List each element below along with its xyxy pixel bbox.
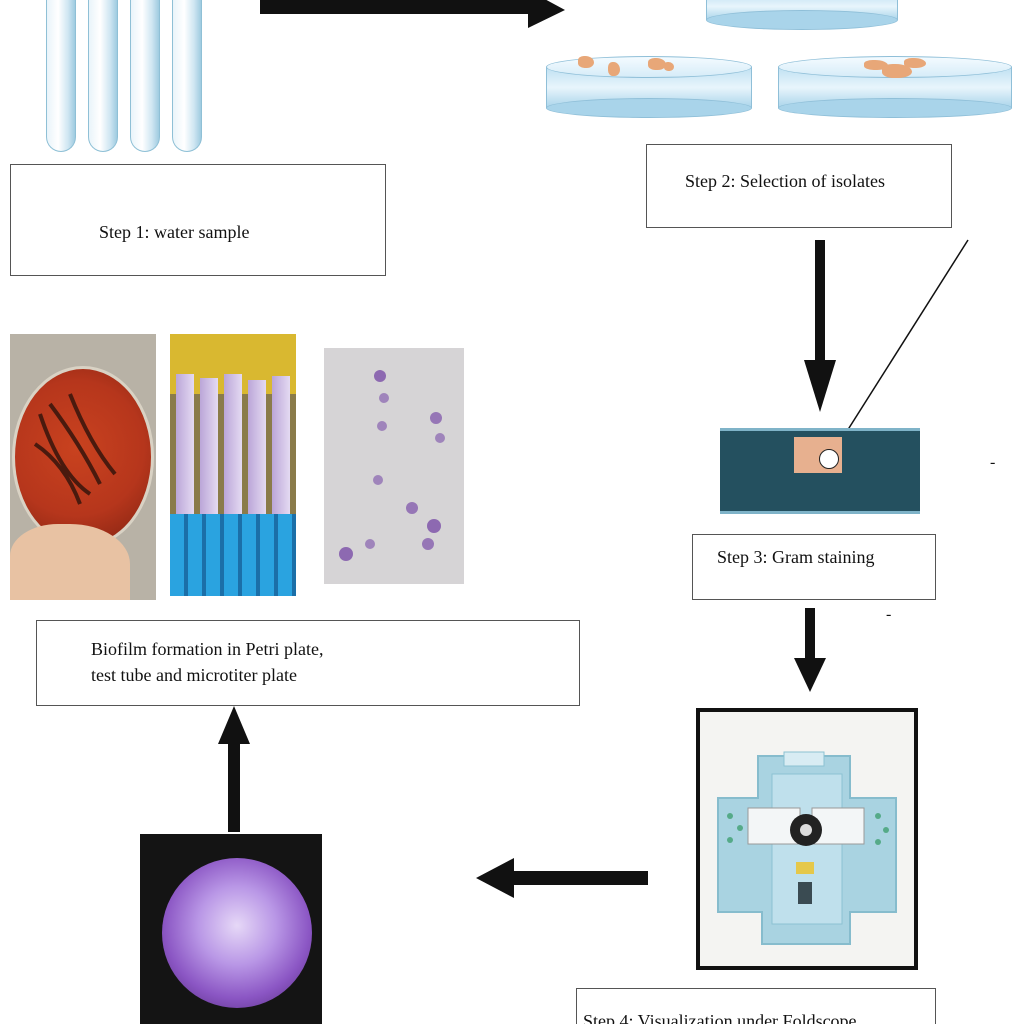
step3-label: Step 3: Gram staining (717, 547, 875, 567)
test-tube (88, 0, 118, 152)
arrow-left (476, 858, 648, 898)
lens-circle-icon (819, 449, 839, 469)
step4-box: Step 4: Visualization under Foldscope (576, 988, 936, 1024)
arrow-down-step2-step3 (804, 240, 836, 412)
arrow-right-top (260, 0, 565, 28)
biofilm-label-line2: test tube and microtiter plate (91, 665, 297, 685)
step1-label: Step 1: water sample (99, 222, 250, 242)
step1-box: Step 1: water sample (10, 164, 386, 276)
hand (10, 524, 130, 600)
test-tube-rack-photo (170, 334, 296, 596)
blue-rack (170, 514, 296, 596)
petri-dish-top (706, 0, 898, 30)
arrow-down-step3-step4 (794, 608, 826, 692)
step4-label: Step 4: Visualization under Foldscope (583, 1011, 857, 1024)
microtiter-plate-photo (324, 348, 464, 584)
gram-stain-slide (720, 428, 920, 514)
foldscope-photo (696, 708, 918, 970)
test-tube (130, 0, 160, 152)
agar-plate (12, 366, 154, 548)
stray-mark: - (886, 606, 892, 623)
stained-field (162, 858, 312, 1008)
biofilm-label-line1: Biofilm formation in Petri plate, (91, 639, 324, 659)
pointer-line (829, 239, 969, 459)
step2-label: Step 2: Selection of isolates (685, 171, 885, 191)
petri-plate-photo (10, 334, 156, 600)
petri-dish-left (546, 56, 752, 118)
step3-box: Step 3: Gram staining (692, 534, 936, 600)
water-sample-test-tubes (40, 0, 220, 160)
test-tube (172, 0, 202, 152)
petri-dish-right (778, 56, 1012, 118)
stray-mark: - (990, 454, 996, 471)
biofilm-box: Biofilm formation in Petri plate, test t… (36, 620, 580, 706)
step2-box: Step 2: Selection of isolates (646, 144, 952, 228)
microscope-view-photo (140, 834, 322, 1024)
arrow-up (218, 706, 250, 832)
test-tube (46, 0, 76, 152)
